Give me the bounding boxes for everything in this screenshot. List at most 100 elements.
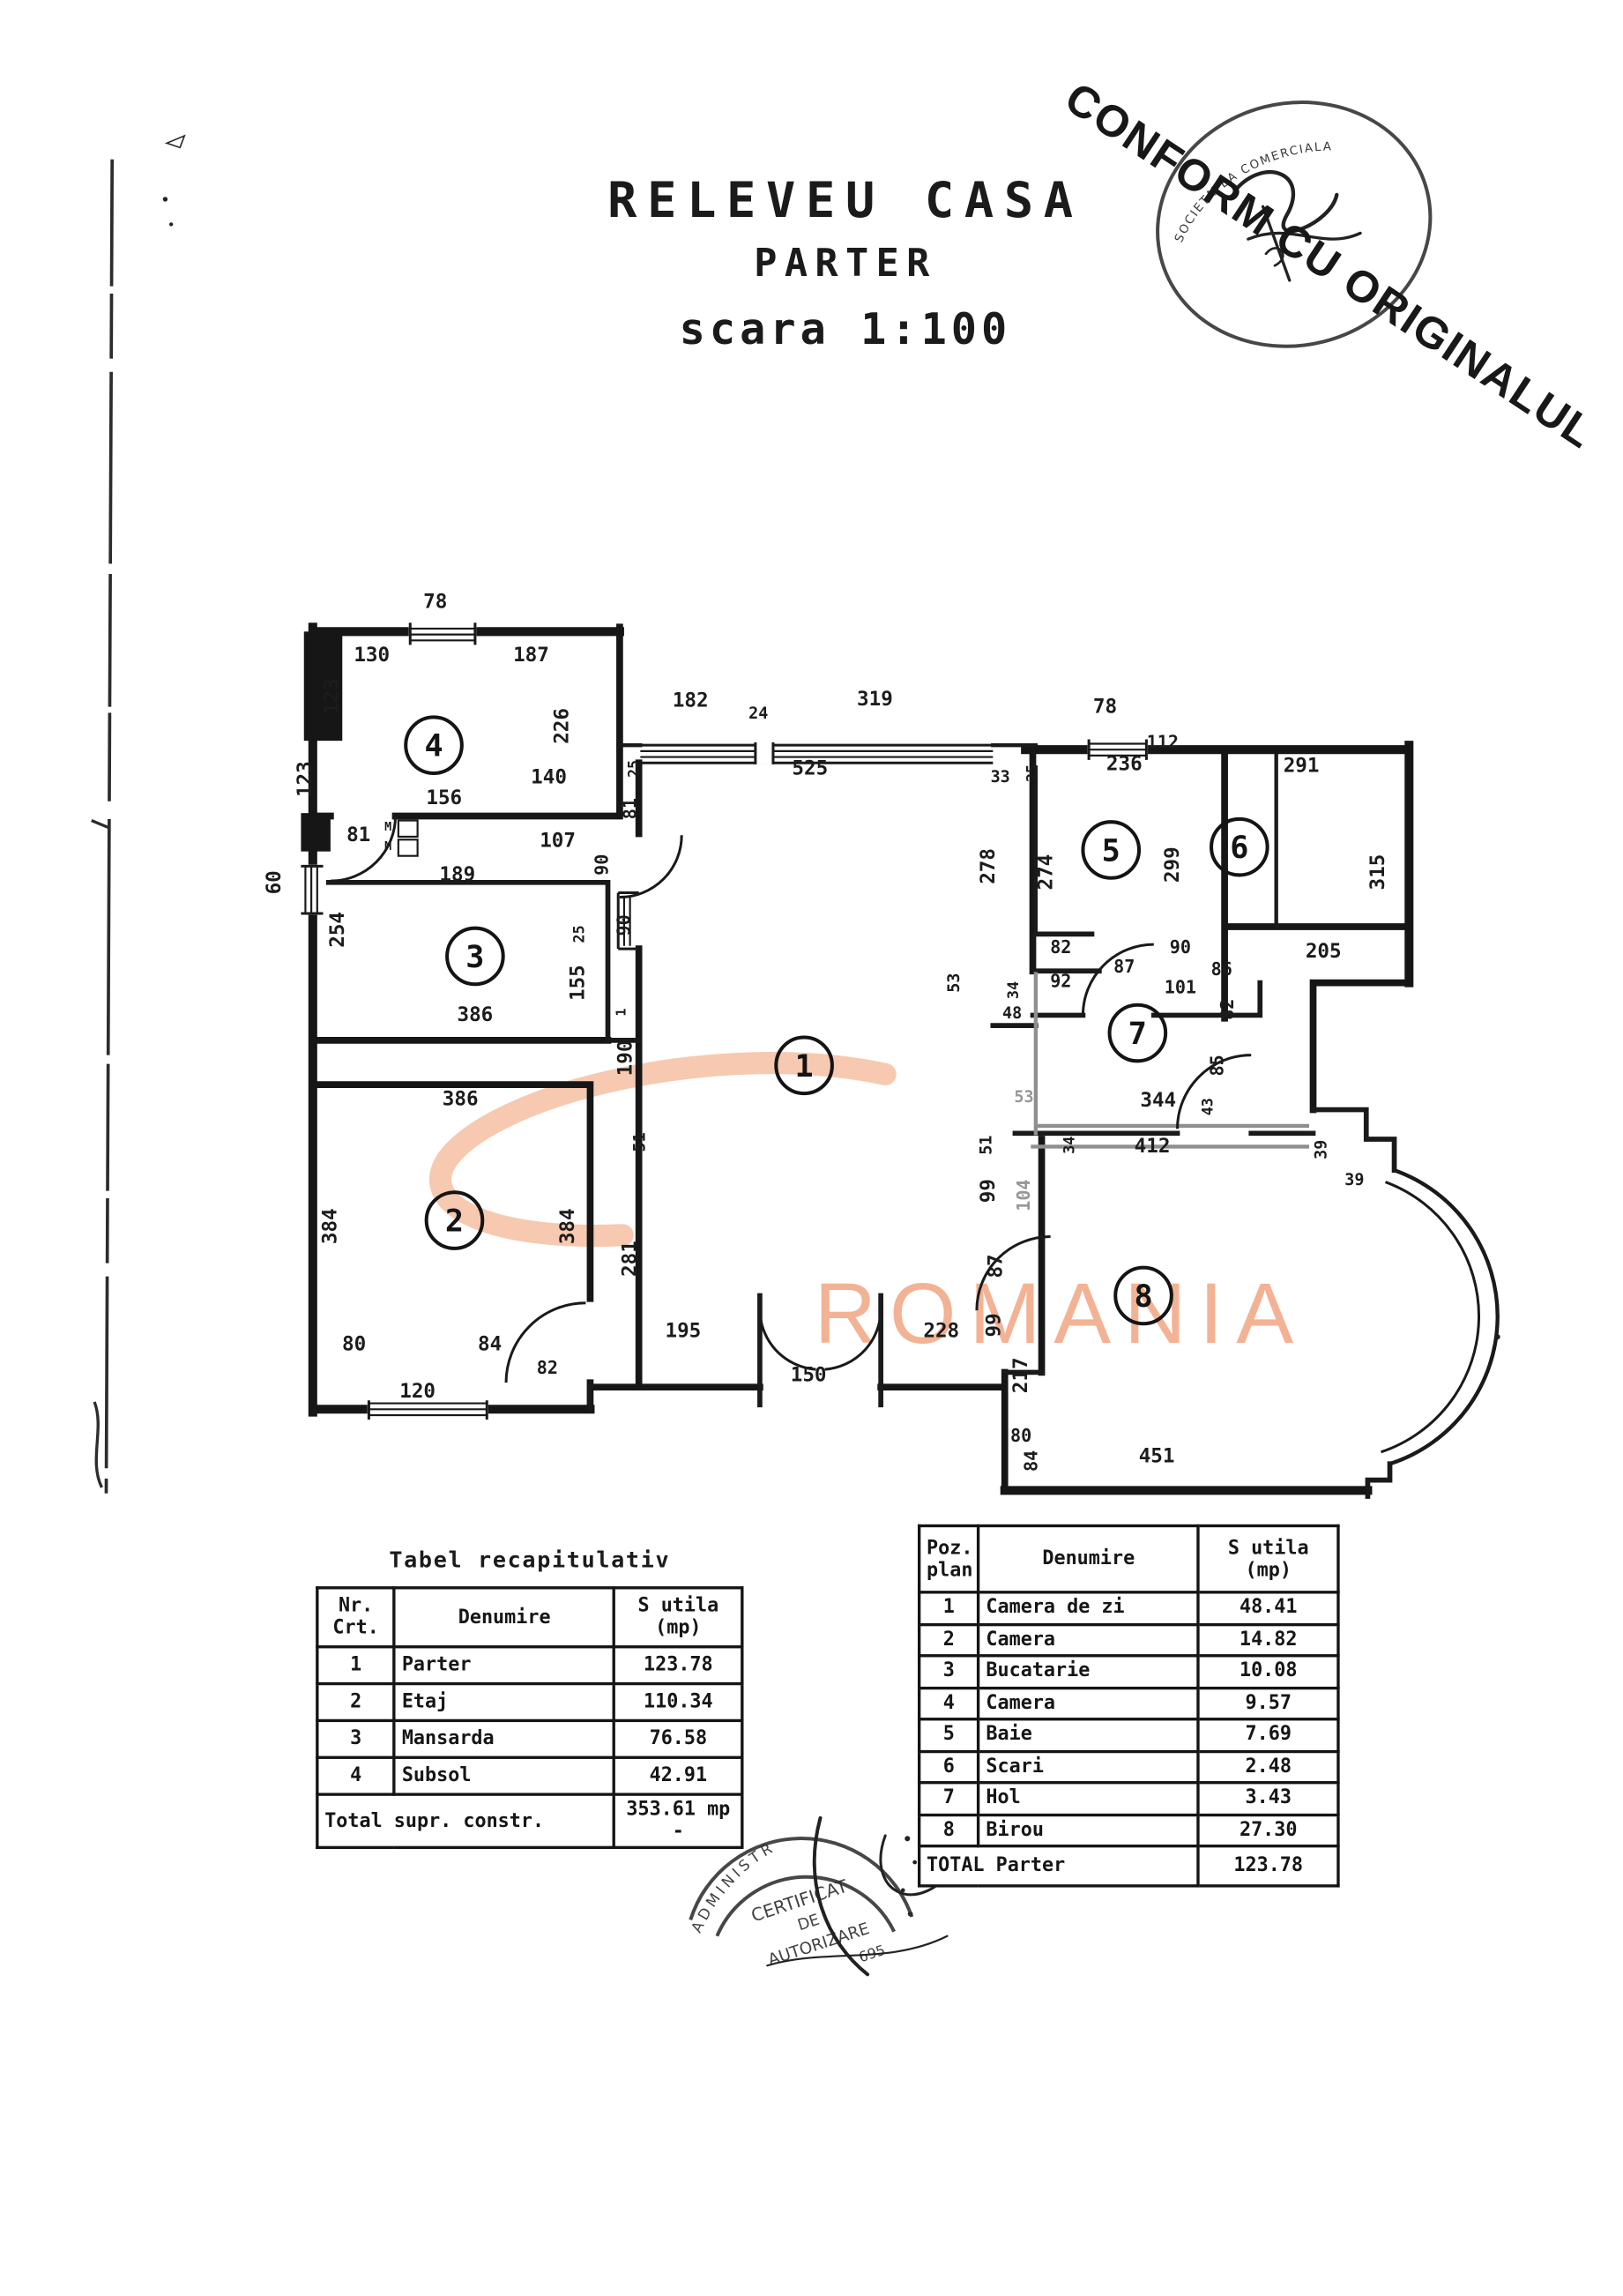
dimension-label: 319	[857, 688, 893, 711]
table-cell: 48.41	[1196, 1591, 1340, 1626]
dimension-label: 78	[423, 591, 447, 614]
room-number: 2	[445, 1204, 464, 1240]
dimension-label: 90	[614, 914, 635, 936]
table-cell: Parter	[392, 1645, 616, 1686]
dimension-label: 236	[1106, 753, 1143, 776]
table-cell: Bucatarie	[977, 1654, 1201, 1689]
table-cell: 4	[917, 1686, 980, 1721]
windows	[299, 621, 1149, 1420]
dimension-label: 90	[592, 854, 613, 876]
dimension-label: 53	[1014, 1088, 1033, 1107]
dimension-label: 25	[1024, 764, 1041, 782]
table-cell: Hol	[977, 1781, 1201, 1816]
table-cell: 1	[316, 1645, 397, 1686]
dimension-label: 43	[1199, 1098, 1217, 1115]
dimension-label: 39	[1313, 1140, 1331, 1159]
table-header-cell: Nr. Crt.	[316, 1586, 397, 1649]
dimension-label: 99	[977, 1179, 1000, 1203]
dimension-label: 82	[1217, 999, 1238, 1020]
total-label: Total supr. constr.	[316, 1793, 616, 1850]
dimension-label: 226	[550, 708, 573, 744]
table-cell: 9.57	[1196, 1686, 1340, 1721]
table-cell: 2	[316, 1681, 397, 1723]
dimension-label: 150	[791, 1363, 827, 1386]
dimension-label: 315	[1366, 854, 1389, 891]
watermark-text: ROMANIA	[815, 1265, 1307, 1361]
dimension-label: 101	[1165, 976, 1196, 997]
dimension-label: 60	[263, 870, 286, 894]
dimension-label: 386	[458, 1003, 494, 1026]
dimension-label: 130	[354, 644, 390, 667]
room-number: 5	[1102, 833, 1120, 869]
dimension-label: 217	[1009, 1357, 1032, 1393]
dimension-label: 344	[1140, 1089, 1176, 1112]
dimension-label: 90	[1170, 936, 1191, 958]
dimension-label: 51	[630, 1132, 649, 1152]
total-value: 353.61 mp -	[613, 1793, 744, 1850]
table-cell: Mansarda	[392, 1718, 616, 1759]
dimension-label: 254	[326, 912, 349, 948]
table-cell: 3	[917, 1654, 980, 1689]
dimension-label: 82	[537, 1357, 558, 1378]
table-cell: 14.82	[1196, 1622, 1340, 1658]
dimension-label: 278	[977, 848, 1000, 884]
room-number-circle	[1107, 1003, 1168, 1063]
dimension-label: 87	[984, 1254, 1007, 1278]
room-number: 8	[1134, 1278, 1152, 1315]
table-cell: 7.69	[1196, 1718, 1340, 1753]
dimension-label: 86	[1211, 958, 1232, 980]
dimension-label: 34	[1004, 981, 1022, 999]
document-subtitle: PARTER	[754, 242, 937, 287]
table-cell: 3.43	[1196, 1781, 1340, 1816]
table-header-cell: Denumire	[977, 1524, 1201, 1594]
dimension-label: 82	[1050, 936, 1071, 958]
document-title: RELEVEU CASA	[607, 171, 1083, 229]
table-cell: 1	[917, 1591, 980, 1626]
table-cell: 76.58	[613, 1718, 744, 1759]
table-cell: 27.30	[1196, 1813, 1340, 1848]
table-cell: 2	[917, 1622, 980, 1658]
seal-ring	[1156, 100, 1433, 348]
dimension-label: 99	[983, 1313, 1006, 1337]
dimension-label: 155	[567, 965, 590, 1001]
dimension-label: 87	[1113, 956, 1135, 977]
table-cell: Etaj	[392, 1681, 616, 1723]
table-cell: Camera	[977, 1686, 1201, 1721]
dimension-label: 25	[625, 760, 643, 778]
dimension-label: 156	[426, 786, 462, 809]
dimension-label: 53	[945, 973, 964, 993]
table-cell: 42.91	[613, 1756, 744, 1796]
stamp-signature-icon	[812, 1815, 870, 1977]
room-number: 7	[1128, 1016, 1147, 1052]
dimension-label: 525	[792, 757, 828, 780]
room-number: 3	[465, 939, 484, 975]
dimension-label: 205	[1306, 940, 1342, 963]
dimension-label: 412	[1135, 1135, 1171, 1158]
dimension-label: 81	[346, 824, 370, 846]
dimension-label: 107	[540, 830, 576, 853]
dimension-label: 281	[618, 1241, 641, 1277]
dimension-label: 384	[319, 1208, 342, 1244]
room-number: 4	[424, 728, 443, 764]
table-cell: 110.34	[613, 1681, 744, 1723]
dimension-label: 39	[1344, 1171, 1364, 1189]
dimension-label: 384	[556, 1208, 579, 1244]
dimension-label: 274	[1034, 854, 1057, 891]
